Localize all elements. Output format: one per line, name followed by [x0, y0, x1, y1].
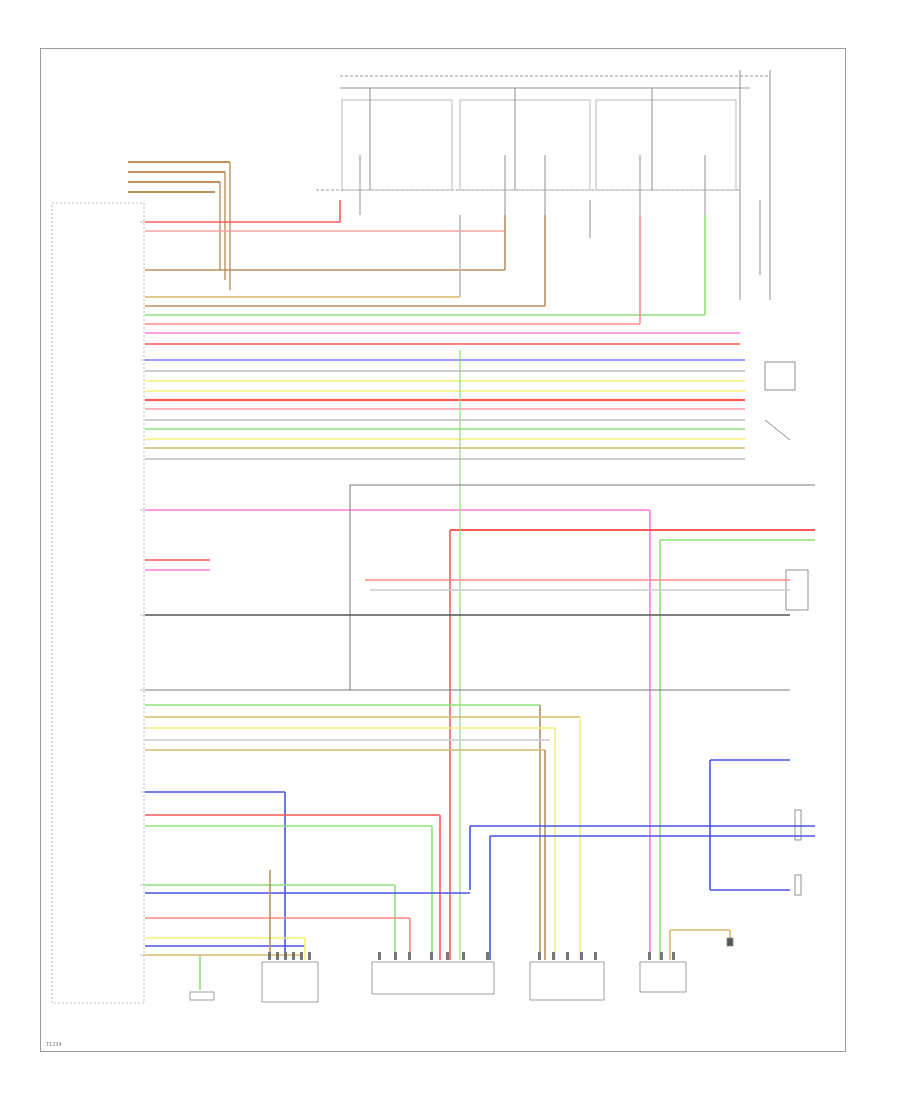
figure-id: T1234 [46, 1042, 62, 1048]
lower-wire-group [145, 350, 815, 990]
oxygen-sensor-block [764, 361, 809, 896]
upper-wire-group [145, 200, 740, 345]
bottom-components [189, 937, 734, 1003]
connector-pins [268, 952, 675, 960]
ecu-pin-ticks [140, 221, 145, 956]
ecu-module-outline [51, 202, 145, 1004]
fuse-relay-block [316, 70, 771, 300]
middle-wire-group [145, 359, 745, 460]
diagram-frame [40, 48, 846, 1052]
ground-splice [128, 161, 231, 290]
